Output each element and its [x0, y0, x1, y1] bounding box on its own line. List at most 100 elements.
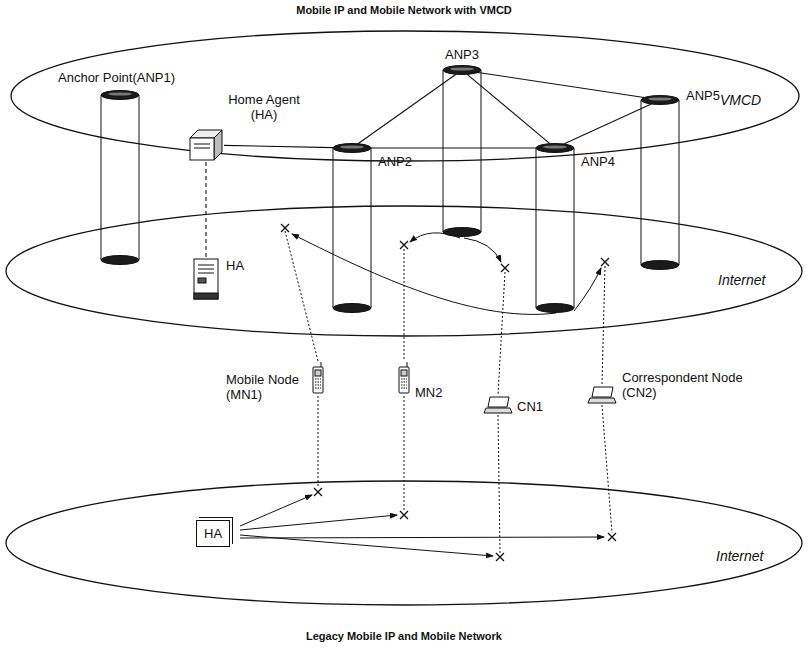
cap-shine [340, 145, 364, 148]
laptop-base [484, 408, 512, 413]
node-label: Correspondent Node (CN2) [622, 370, 762, 400]
laptop-screen [592, 387, 613, 397]
cylinder-cap [101, 256, 139, 265]
laptop-screen [488, 397, 509, 407]
phone-body [399, 367, 409, 393]
link-line [478, 72, 644, 97]
cyl-shape [535, 143, 575, 313]
phone-screen [315, 370, 321, 376]
cylinder-wall [443, 70, 481, 232]
route-arrow [464, 238, 501, 262]
route-arrow [574, 268, 601, 311]
anchor-point-cylinder: ANP2 [332, 143, 372, 313]
plane-outline [11, 31, 799, 161]
home-agent-computer: HA [193, 258, 219, 300]
home-agent-box: HA [196, 520, 230, 547]
cylinder-cap [536, 304, 574, 313]
route-arrow [292, 234, 556, 314]
cylinder-cap [536, 144, 574, 153]
plane-label: Internet [718, 272, 765, 288]
network-plane: Internet HA [5, 480, 803, 606]
plane-label: Internet [716, 548, 763, 564]
tower-base [194, 293, 218, 299]
phone-keys [315, 379, 321, 388]
pc-shape [193, 258, 219, 300]
cap-shine [543, 145, 567, 148]
cyl-shape [332, 143, 372, 313]
band-shape [5, 480, 803, 606]
diagram-title: Mobile IP and Mobile Network with VMCD [0, 4, 808, 17]
home-agent-server: Home Agent (HA) [188, 128, 224, 162]
cylinder-wall [333, 148, 371, 308]
tower-case [194, 259, 218, 299]
phone-screen [401, 370, 407, 376]
server-front [190, 138, 214, 160]
anchor-point-cylinder: Anchor Point(ANP1) [100, 90, 140, 265]
cylinder-cap [641, 96, 679, 105]
dotted-line [285, 231, 318, 488]
node-label: ANP2 [378, 154, 412, 169]
route-arrow [240, 495, 312, 526]
node-label: ANP5 [686, 88, 720, 103]
node-label: Home Agent (HA) [222, 92, 306, 122]
node-label: CN1 [517, 399, 543, 414]
node-label: HA [204, 526, 222, 541]
route-arrow [240, 515, 397, 530]
x-mark [400, 241, 408, 249]
cyl-shape [100, 90, 140, 265]
mobile-node-phone: MN2 [398, 362, 410, 394]
anchor-point-cylinder: ANP4 [535, 143, 575, 313]
link-line [564, 104, 652, 144]
route-arrow [240, 537, 604, 538]
x-mark [400, 511, 408, 519]
laptop-base [588, 398, 616, 403]
cylinder-wall [101, 95, 139, 260]
hatop-shape [188, 128, 224, 162]
link-line [358, 74, 456, 143]
tower-panel [198, 278, 206, 283]
node-label: ANP4 [581, 154, 615, 169]
cylinder-cap [641, 261, 679, 270]
cylinder-cap [443, 66, 481, 75]
route-arrows [240, 233, 604, 556]
x-marks [281, 224, 616, 561]
node-laptop: CN1 [484, 396, 512, 414]
plane-outline [6, 481, 802, 605]
cylinder-wall [641, 100, 679, 265]
cap-shine [648, 97, 672, 100]
phone-keys [401, 379, 407, 388]
x-mark [601, 258, 609, 266]
x-mark [501, 264, 509, 272]
cylinder-cap [101, 91, 139, 100]
cylinder-wall [536, 148, 574, 308]
diagram-caption: Legacy Mobile IP and Mobile Network [0, 630, 808, 643]
node-label: Mobile Node (MN1) [226, 372, 310, 402]
band-shape [5, 205, 803, 337]
node-laptop: Correspondent Node (CN2) [588, 386, 616, 404]
dotted-links [285, 231, 612, 553]
node-label: HA [226, 258, 244, 273]
laptop-shape [588, 386, 616, 404]
cylinder-cap [443, 228, 481, 237]
link-line [205, 162, 206, 258]
cylinder-cap [333, 144, 371, 153]
link-line [224, 145, 333, 147]
cap-shine [108, 92, 132, 95]
node-label: ANP3 [445, 47, 479, 62]
phone-body [313, 367, 323, 393]
phone-shape [398, 362, 410, 394]
plane-outline [6, 206, 802, 336]
node-label: Anchor Point(ANP1) [58, 70, 175, 85]
link-line [371, 147, 536, 148]
cylinder-cap [333, 304, 371, 313]
cyl-shape [442, 65, 482, 237]
cap-shine [450, 67, 474, 70]
server-side [214, 130, 222, 160]
cyl-shape [640, 95, 680, 270]
x-mark [314, 488, 322, 496]
x-mark [281, 224, 289, 232]
server-slot [194, 144, 210, 148]
mobile-node-phone: Mobile Node (MN1) [312, 362, 324, 394]
plane-label: VMCD [720, 92, 761, 108]
